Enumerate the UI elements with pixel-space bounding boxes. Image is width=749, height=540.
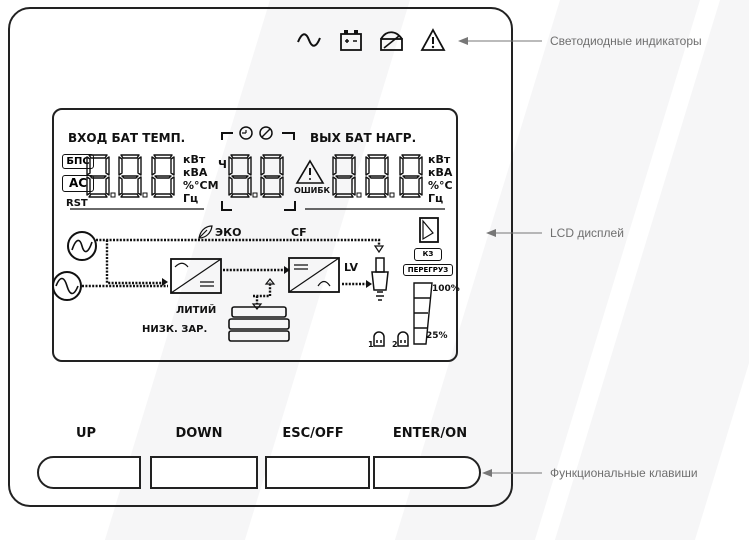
load-lamp-icon xyxy=(371,257,389,301)
overload-tag: ПЕРЕГРУЗ xyxy=(403,264,453,276)
short-circuit-icon xyxy=(419,217,439,243)
eco-label: ЭКО xyxy=(215,226,242,239)
enter-on-key-label: ENTER/ON xyxy=(392,426,468,441)
bypass-icon xyxy=(380,31,403,51)
function-keys-callout: Функциональные клавиши xyxy=(550,466,698,480)
outlet-1-label: 1 xyxy=(368,340,374,349)
callout-arrows xyxy=(458,37,542,477)
lcd-display xyxy=(52,108,458,362)
lcd-display-callout: LCD дисплей xyxy=(550,226,624,240)
cf-label: CF xyxy=(291,226,307,239)
load-25-label: 25% xyxy=(426,331,448,341)
decimal-point xyxy=(142,192,148,198)
low-charge-label: НИЗК. ЗАР. xyxy=(142,324,208,335)
load-100-label: 100% xyxy=(432,284,460,294)
led-indicators-callout: Светодиодные индикаторы xyxy=(550,34,702,48)
inverter-icon xyxy=(288,257,340,293)
input-unit: %°СМ xyxy=(183,179,219,192)
bypass-input-icon xyxy=(67,231,97,261)
lv-label: LV xyxy=(344,261,359,274)
input-header: ВХОД БАТ ТЕМП. xyxy=(68,131,186,145)
input-unit: Гц xyxy=(183,192,199,205)
outlet-2-label: 2 xyxy=(392,340,398,349)
output-unit: кВт xyxy=(428,153,451,166)
output-unit: кВА xyxy=(428,166,453,179)
load-level-bar xyxy=(413,282,433,345)
input-unit: кВА xyxy=(183,166,208,179)
short-circuit-tag: КЗ xyxy=(414,248,442,261)
decimal-point xyxy=(356,192,362,198)
input-unit: кВт xyxy=(183,153,206,166)
rst-label: RST xyxy=(66,198,88,209)
ac-wave-icon xyxy=(297,33,321,47)
decimal-point xyxy=(110,192,116,198)
ups-front-panel xyxy=(8,7,513,507)
bps-tag: БПС xyxy=(62,154,94,169)
eco-leaf-icon xyxy=(198,225,213,239)
rectifier-icon xyxy=(170,258,222,294)
hour-label: Ч xyxy=(218,158,227,171)
enter-on-key[interactable] xyxy=(373,456,481,489)
up-key[interactable] xyxy=(37,456,141,489)
down-key-label: DOWN xyxy=(175,426,223,441)
output-header: ВЫХ БАТ НАГР. xyxy=(310,131,417,145)
clock-icon xyxy=(239,126,253,140)
esc-off-key-label: ESC/OFF xyxy=(282,426,344,441)
mains-input-icon xyxy=(52,271,82,301)
error-label: ОШИБК xyxy=(294,186,331,195)
decimal-point xyxy=(389,192,395,198)
lcd-graphics xyxy=(52,126,445,347)
ac-tag: AC xyxy=(62,175,94,192)
up-key-label: UP xyxy=(75,426,97,441)
error-triangle-icon xyxy=(295,159,325,184)
wrench-icon xyxy=(259,126,273,140)
decimal-point xyxy=(252,192,258,198)
battery-icon xyxy=(340,30,362,51)
lithium-label: ЛИТИЙ xyxy=(176,305,217,316)
esc-off-key[interactable] xyxy=(265,456,370,489)
battery-stack-icon xyxy=(228,306,290,342)
output-unit: %°С xyxy=(428,179,453,192)
output-unit: Гц xyxy=(428,192,444,205)
warning-icon xyxy=(420,28,446,51)
outlet-icon xyxy=(373,331,409,347)
down-key[interactable] xyxy=(150,456,258,489)
